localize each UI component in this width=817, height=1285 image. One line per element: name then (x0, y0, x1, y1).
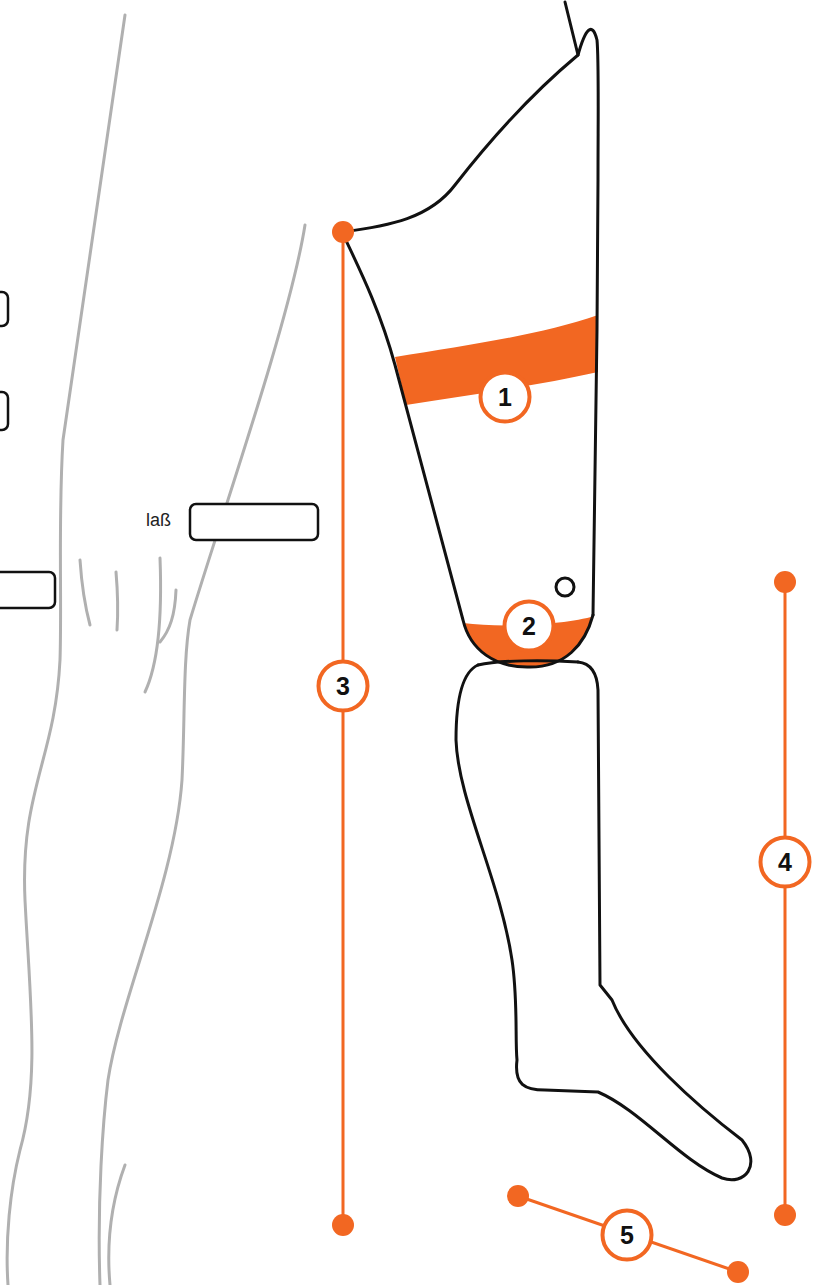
input-box (0, 572, 55, 608)
thigh-outline (342, 232, 593, 667)
body-line (565, 2, 578, 55)
input-box (190, 504, 318, 540)
callout-circle-shape (481, 373, 530, 422)
callout-number: 5 (620, 1223, 634, 1248)
grey-knee-line (116, 572, 118, 630)
dimension-line (518, 1196, 738, 1272)
grey-knee-line (80, 560, 90, 625)
dimension-line (342, 232, 345, 1225)
callout-circle: 2 (502, 599, 556, 653)
dimension-dot (507, 1185, 529, 1207)
callout-circle: 4 (758, 835, 812, 889)
dimension-dot (332, 221, 354, 243)
callout-circle-shape (505, 602, 554, 651)
grey-knee-line (160, 590, 176, 642)
dimension-dot (774, 1204, 796, 1226)
callout-number: 1 (498, 385, 512, 410)
callout-circle: 1 (478, 370, 532, 424)
callout-number: 2 (522, 614, 536, 639)
dimension-dot (774, 571, 796, 593)
grey-leg (7, 15, 305, 1285)
input-box (0, 392, 8, 430)
callout-circle: 5 (600, 1208, 654, 1262)
callout-circle-shape (319, 662, 368, 711)
grey-leg-outline (109, 1165, 125, 1285)
callout-number: 3 (336, 674, 350, 699)
callout-number: 4 (778, 850, 792, 875)
dimension-dot (727, 1261, 749, 1283)
callout-circle: 3 (316, 659, 370, 713)
dimension-lines (332, 221, 796, 1283)
knee-line (478, 661, 578, 665)
field-label: laß (146, 510, 171, 532)
grey-knee-line (145, 558, 161, 692)
grey-leg-outline (99, 225, 305, 1285)
marker-circle (556, 578, 574, 596)
form-fields (0, 292, 318, 608)
black-leg (342, 2, 751, 1180)
lower-leg-outline (456, 662, 751, 1180)
dimension-line (784, 582, 787, 1215)
callout-circle-shape (761, 838, 810, 887)
callout-circle-shape (603, 1211, 652, 1260)
dimension-dot (332, 1214, 354, 1236)
input-box (0, 292, 8, 326)
orange-bands (395, 315, 598, 667)
